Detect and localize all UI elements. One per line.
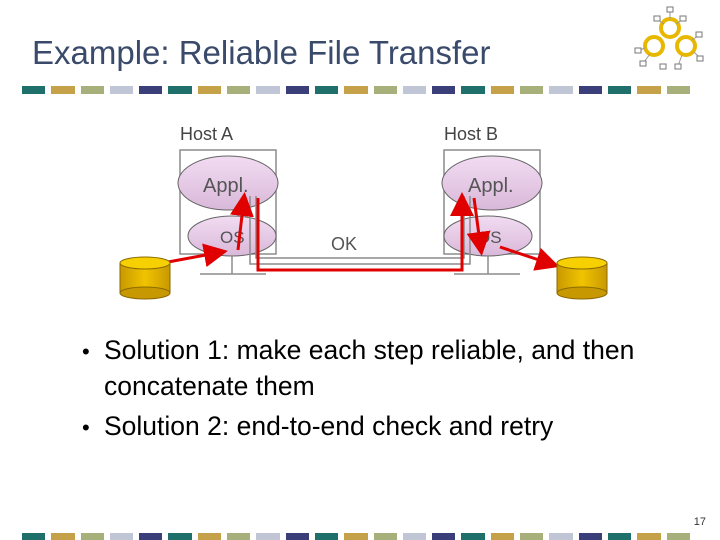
- file-transfer-diagram: Host A Appl. OS Host B Appl. OS OK: [119, 124, 608, 300]
- bottom-stripe: [22, 533, 690, 540]
- stripe-segment: [256, 533, 280, 540]
- host-b-label: Host B: [444, 124, 498, 144]
- stripe-segment: [607, 533, 632, 540]
- stripe-segment: [549, 86, 573, 94]
- stripe-segment: [285, 86, 309, 94]
- network-path: [249, 196, 471, 265]
- stripe-segment: [109, 86, 134, 94]
- stripe-segment: [432, 533, 456, 540]
- stripe-segment: [22, 86, 46, 94]
- stripe-segment: [227, 533, 251, 540]
- stripe-segment: [139, 86, 163, 94]
- stripe-segment: [666, 86, 690, 94]
- bullet-text: Solution 2: end-to-end check and retry: [104, 411, 554, 441]
- stripe-segment: [402, 86, 427, 94]
- bullet-item: •Solution 2: end-to-end check and retry: [82, 411, 554, 441]
- stripe-segment: [490, 533, 515, 540]
- stripe-segment: [578, 86, 602, 94]
- stripe-segment: [109, 533, 134, 540]
- host-a-label: Host A: [180, 124, 233, 144]
- stripe-segment: [314, 533, 339, 540]
- stripe-segment: [168, 86, 192, 94]
- top-stripe: [22, 86, 690, 94]
- bullet-text: Solution 1: make each step reliable, and…: [104, 335, 635, 401]
- stripe-segment: [490, 86, 515, 94]
- stripe-segment: [607, 86, 632, 94]
- stripe-segment: [432, 86, 456, 94]
- ok-label: OK: [331, 234, 357, 254]
- stripe-segment: [520, 86, 544, 94]
- stripe-segment: [373, 86, 397, 94]
- stripe-segment: [549, 533, 573, 540]
- stripe-segment: [256, 86, 280, 94]
- stripe-segment: [520, 533, 544, 540]
- disk-a-icon: [119, 256, 171, 300]
- stripe-segment: [344, 533, 368, 540]
- stripe-segment: [51, 86, 75, 94]
- stripe-segment: [461, 533, 485, 540]
- slide-title: Example: Reliable File Transfer: [32, 34, 491, 71]
- stripe-segment: [666, 533, 690, 540]
- page-number: 17: [693, 516, 706, 528]
- stripe-segment: [80, 86, 104, 94]
- stripe-segment: [139, 533, 163, 540]
- stripe-segment: [373, 533, 397, 540]
- bullet-item: •Solution 1: make each step reliable, an…: [82, 335, 635, 401]
- stripe-segment: [285, 533, 309, 540]
- transfer-arrows: [167, 192, 560, 272]
- stripe-segment: [227, 86, 251, 94]
- network-logo-icon: [630, 6, 710, 91]
- stripe-segment: [314, 86, 339, 94]
- appl-b-label: Appl.: [468, 175, 514, 197]
- stripe-segment: [22, 533, 46, 540]
- stripe-segment: [51, 533, 75, 540]
- stripe-segment: [637, 533, 661, 540]
- disk-b-icon: [556, 256, 608, 300]
- stripe-segment: [578, 533, 602, 540]
- stripe-segment: [197, 86, 222, 94]
- appl-a-label: Appl.: [203, 175, 249, 197]
- stripe-segment: [168, 533, 192, 540]
- stripe-segment: [80, 533, 104, 540]
- stripe-segment: [402, 533, 427, 540]
- stripe-segment: [461, 86, 485, 94]
- stripe-segment: [637, 86, 661, 94]
- bullet-list: •Solution 1: make each step reliable, an…: [82, 333, 682, 451]
- stripe-segment: [197, 533, 222, 540]
- stripe-segment: [344, 86, 368, 94]
